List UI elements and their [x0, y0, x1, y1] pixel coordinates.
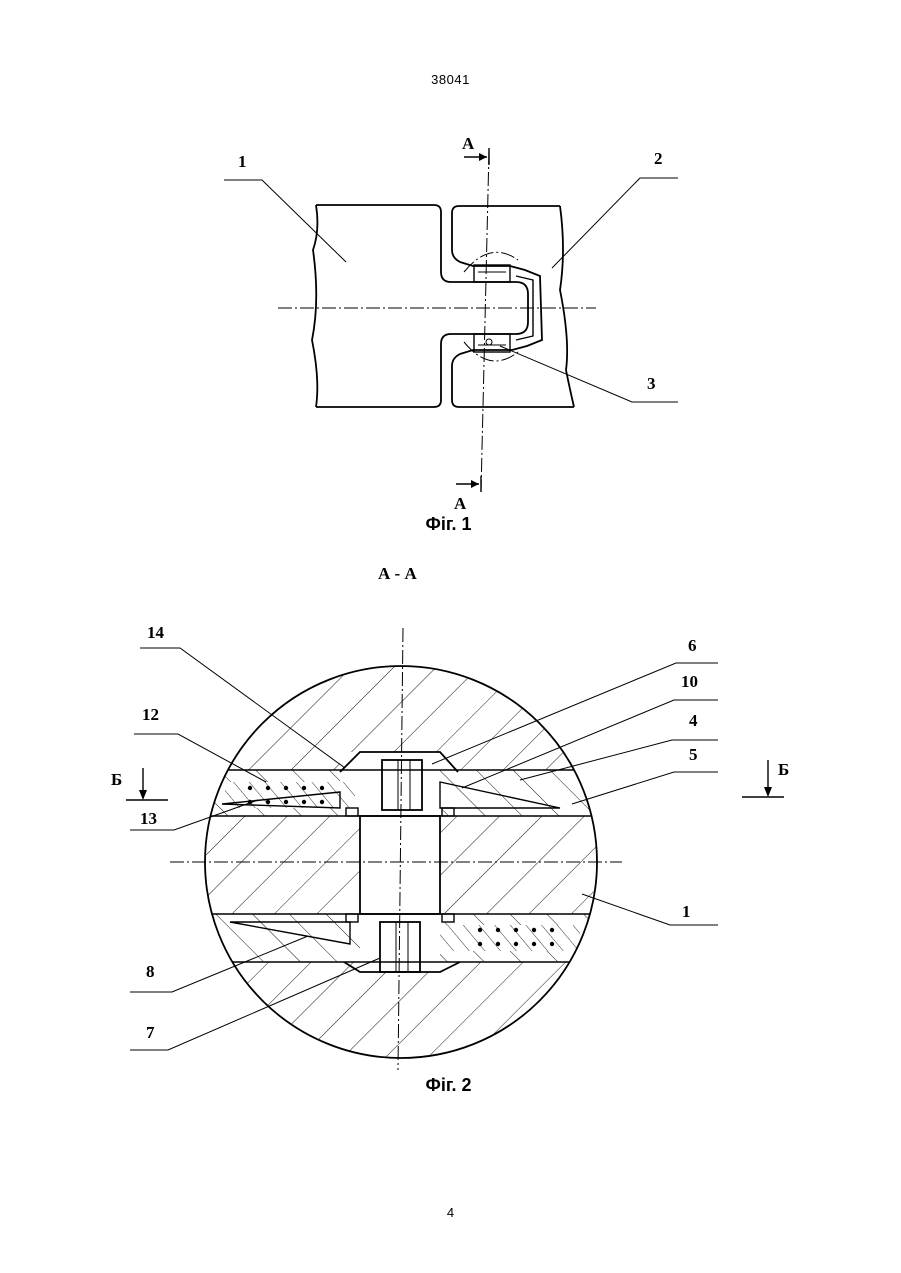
figure-2-caption: Фіг. 2	[0, 1075, 899, 1096]
fig2-label-b-left: Б	[111, 770, 122, 789]
fig1-label-2: 2	[654, 149, 663, 168]
figure-2-drawing: А - А	[111, 564, 789, 1072]
fig2-leader-5	[572, 772, 718, 804]
fig2-label-14: 14	[147, 623, 165, 642]
figure-1-caption: Фіг. 1	[0, 514, 899, 535]
fig2-leader-1	[582, 894, 718, 925]
fig2-label-7: 7	[146, 1023, 155, 1042]
fig1-pin-upper	[474, 265, 510, 282]
fig2-section-title: А - А	[378, 564, 417, 583]
fig2-label-8: 8	[146, 962, 155, 981]
fig2-label-6: 6	[688, 636, 697, 655]
fig1-leader-2	[552, 178, 678, 268]
fig2-label-b-right: Б	[778, 760, 789, 779]
fig2-label-4: 4	[689, 711, 698, 730]
fig1-part-1-outline	[312, 205, 528, 407]
fig1-section-line	[481, 150, 489, 492]
fig1-part-2-outline	[452, 206, 574, 407]
fig2-label-1: 1	[682, 902, 691, 921]
page-number: 4	[0, 1205, 901, 1220]
fig2-label-10: 10	[681, 672, 698, 691]
fig1-section-label-top: А	[462, 134, 475, 153]
figure-1-drawing: 1 2 3 А А	[224, 134, 678, 513]
fig2-label-5: 5	[689, 745, 698, 764]
fig1-label-1: 1	[238, 152, 247, 171]
fig2-label-12: 12	[142, 705, 159, 724]
fig1-label-3: 3	[647, 374, 656, 393]
fig1-leader-1	[224, 180, 346, 262]
fig2-label-13: 13	[140, 809, 157, 828]
fig1-section-label-bottom: А	[454, 494, 467, 513]
